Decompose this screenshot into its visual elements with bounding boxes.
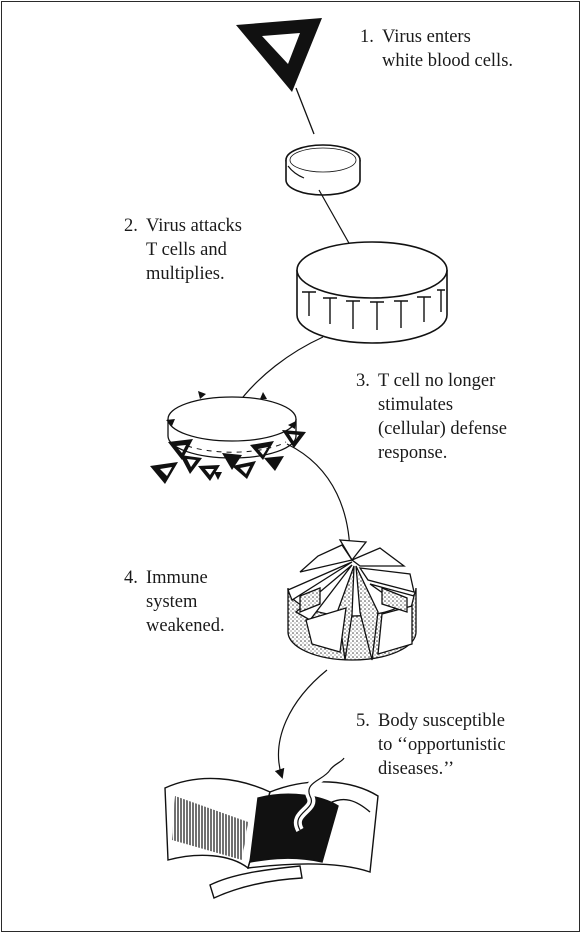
step-2-number: 2. <box>124 216 138 236</box>
step-1-number: 1. <box>360 27 374 47</box>
open-book-icon <box>164 755 379 899</box>
step-4-line-1: Immune <box>146 568 208 588</box>
infected-cell-icon <box>150 391 306 484</box>
step-1-line-2: white blood cells. <box>382 51 514 71</box>
step-4-line-3: weakened. <box>146 616 225 636</box>
step-2-line-3: multiplies. <box>146 264 225 284</box>
step-5-line-3: diseases.’’ <box>378 759 455 779</box>
step-5-number: 5. <box>356 711 370 731</box>
fragmented-cell-icon <box>287 539 417 661</box>
step-3-number: 3. <box>356 371 370 391</box>
step-4-number: 4. <box>124 568 138 588</box>
step-5-line-2: to ‘‘opportunistic <box>378 735 506 755</box>
step-2-line-1: Virus attacks <box>146 216 242 236</box>
virus-triangle-icon <box>236 18 322 92</box>
step-5-label: 5. Body susceptible to ‘‘opportunistic di… <box>356 709 506 781</box>
step-3-line-2: stimulates <box>378 395 454 415</box>
step-4-line-2: system <box>146 592 198 612</box>
step-2-line-2: T cells and <box>146 240 227 260</box>
step-4-label: 4. Immune system weakened. <box>124 566 225 638</box>
virus-entry-line <box>295 87 315 135</box>
cell-ring-icon <box>285 144 361 196</box>
arrow-to-book <box>274 669 328 779</box>
t-cell-disc-icon <box>296 241 448 344</box>
step-2-label: 2. Virus attacks T cells and multiplies. <box>124 214 242 286</box>
step-3-label: 3. T cell no longer stimulates (cellular)… <box>356 369 507 465</box>
step-1-label: 1. Virus enters white blood cells. <box>360 25 513 73</box>
step-3-line-4: response. <box>378 443 448 463</box>
step-3-line-1: T cell no longer <box>378 371 496 391</box>
arrow-to-infected-cell <box>234 336 324 408</box>
step-5-line-1: Body susceptible <box>378 711 505 731</box>
step-1-line-1: Virus enters <box>382 27 471 47</box>
step-3-line-3: (cellular) defense <box>378 419 507 439</box>
